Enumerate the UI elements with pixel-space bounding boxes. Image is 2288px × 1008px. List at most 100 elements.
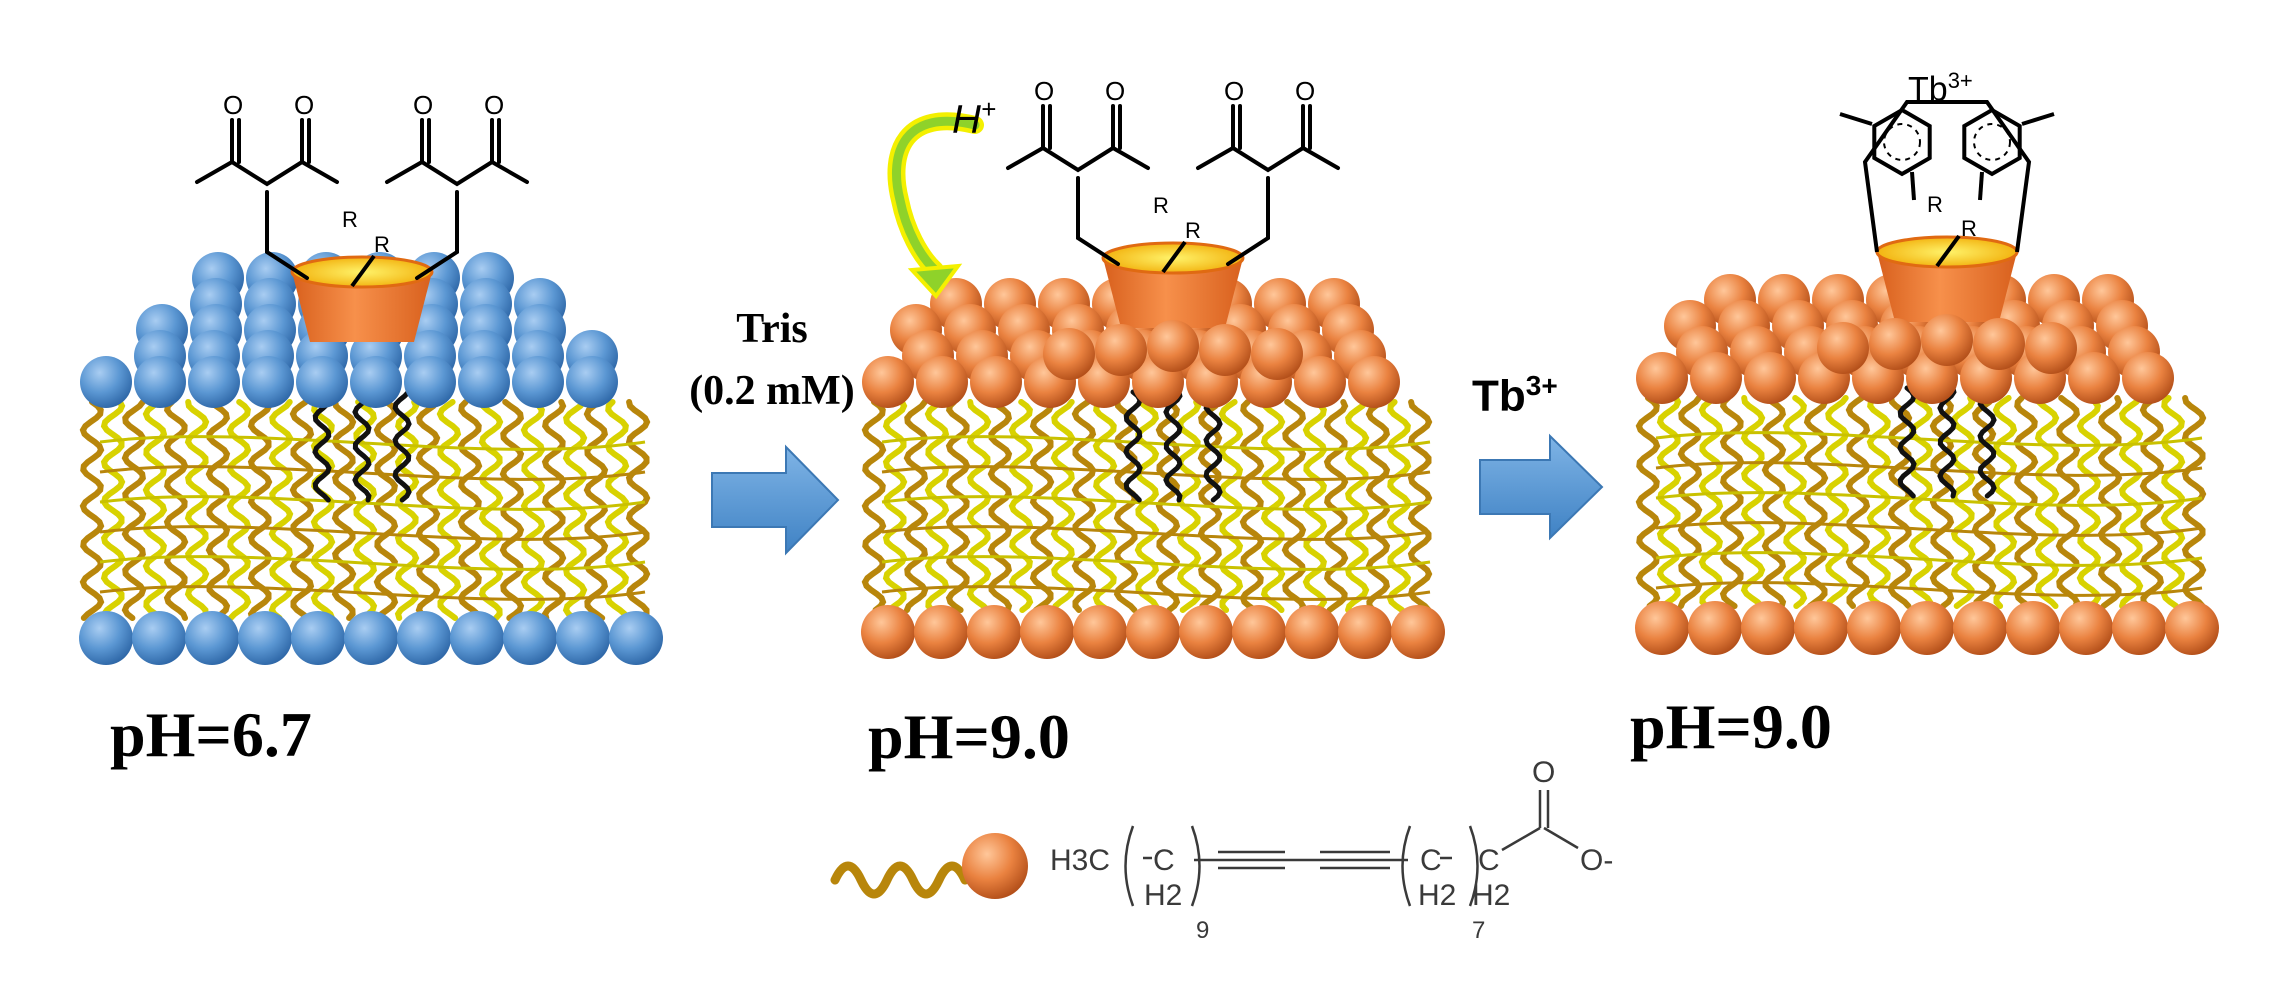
lipid-tail xyxy=(331,399,357,621)
tris-label: Tris (0.2 mM) xyxy=(672,298,872,422)
lipid-tail xyxy=(1782,395,1808,609)
lipid-tail xyxy=(2034,395,2060,609)
diketone-arms xyxy=(195,118,529,280)
cross-link xyxy=(1655,491,2203,507)
lipid-tail xyxy=(1008,399,1034,613)
headgroup xyxy=(2112,601,2166,655)
lipid-tail xyxy=(1239,399,1265,613)
bottom-headgroups xyxy=(79,611,663,665)
lipid-tails xyxy=(861,389,1433,613)
headgroup xyxy=(609,611,663,665)
oxygen-label: O xyxy=(223,90,243,120)
headgroup xyxy=(1635,601,1689,655)
headgroup xyxy=(2165,601,2219,655)
lipid-tail xyxy=(1698,395,1724,609)
lipid-tail xyxy=(2076,395,2102,609)
formula-c1: C xyxy=(1153,844,1175,877)
diketone-backbone xyxy=(1196,145,1340,173)
lipid-tail xyxy=(1050,399,1076,613)
cross-link xyxy=(1655,521,2203,537)
headgroup xyxy=(344,611,398,665)
linker xyxy=(1076,176,1120,266)
cross-link xyxy=(99,465,646,481)
headgroup xyxy=(296,356,348,408)
headgroup xyxy=(970,356,1022,408)
headgroup xyxy=(1294,356,1346,408)
r-label: R xyxy=(374,232,390,257)
headgroup xyxy=(1741,601,1795,655)
lipid-tail xyxy=(1323,399,1349,613)
headgroup xyxy=(1900,601,1954,655)
lipid-tail xyxy=(1302,399,1328,613)
lipid-tail xyxy=(1719,395,1745,609)
formula-n7: 7 xyxy=(1472,917,1485,944)
headgroup xyxy=(450,611,504,665)
tb-complex-charge: 3+ xyxy=(1947,68,1973,93)
anchor-chain xyxy=(312,389,332,503)
lipid-tail xyxy=(625,399,651,621)
headgroup xyxy=(291,611,345,665)
tb-reagent-label: Tb3+ xyxy=(1472,370,1558,422)
formula-o-minus: O- xyxy=(1580,844,1613,877)
cross-link xyxy=(99,435,646,451)
headgroup xyxy=(1285,605,1339,659)
headgroup xyxy=(1817,322,1869,374)
lipid-tail xyxy=(1887,395,1913,609)
formula-h2-2: H2 xyxy=(1418,879,1456,912)
headgroup xyxy=(404,356,456,408)
diketone-backbone xyxy=(195,159,339,187)
front-headgroups xyxy=(1043,320,1303,380)
lipid-tail xyxy=(436,399,462,621)
lipid-tail xyxy=(1092,399,1118,613)
cross-link xyxy=(1655,431,2203,447)
proton-label: H+ xyxy=(952,94,996,142)
lipid-tail xyxy=(100,399,126,621)
proton-charge: + xyxy=(980,94,997,124)
anchor-chain xyxy=(1163,389,1183,503)
headgroup xyxy=(2059,601,2113,655)
cross-link xyxy=(1655,581,2203,597)
cross-link xyxy=(881,495,1431,511)
headgroup xyxy=(80,356,132,408)
headgroup xyxy=(1690,352,1742,404)
monomer-formula xyxy=(1124,790,1579,907)
anchor-chain xyxy=(1897,385,1917,499)
oxygen-label: O xyxy=(1224,76,1244,106)
anchor-chain xyxy=(1123,389,1143,503)
headgroup xyxy=(1020,605,1074,659)
formula-n9: 9 xyxy=(1196,917,1209,944)
lipid-tail xyxy=(1866,395,1892,609)
lipid-tail xyxy=(604,399,630,621)
headgroup xyxy=(1973,318,2025,370)
headgroup xyxy=(134,356,186,408)
formula-c3: C xyxy=(1478,844,1500,877)
headgroup xyxy=(914,605,968,659)
r-label: R xyxy=(342,207,358,232)
headgroup xyxy=(2006,601,2060,655)
headgroup xyxy=(1147,320,1199,372)
lipid-tail xyxy=(861,399,887,613)
lipid-tail xyxy=(1344,399,1370,613)
lipid-tail xyxy=(1824,395,1850,609)
headgroup xyxy=(1126,605,1180,659)
anchor-chain xyxy=(1203,389,1223,503)
cup-body xyxy=(292,272,432,342)
bottom-headgroups xyxy=(1635,601,2219,655)
chelate-ring xyxy=(1872,107,1932,177)
headgroup xyxy=(1179,605,1233,659)
headgroup xyxy=(1095,324,1147,376)
lipid-tail xyxy=(373,399,399,621)
oxygen-label: O xyxy=(484,90,504,120)
lipid-tail xyxy=(310,399,336,621)
lipid-tail xyxy=(1407,399,1433,613)
lipid-tail xyxy=(1992,395,2018,609)
lipid-tail xyxy=(1845,395,1871,609)
lipid-tail xyxy=(415,399,441,621)
tb-complex-label: Tb3+ xyxy=(1908,68,1973,109)
lipid-tail xyxy=(79,399,105,621)
cup-body xyxy=(1877,252,2017,322)
lipid-tail xyxy=(394,399,420,621)
oxygen-label: O xyxy=(1034,76,1054,106)
linker xyxy=(1978,171,1984,201)
